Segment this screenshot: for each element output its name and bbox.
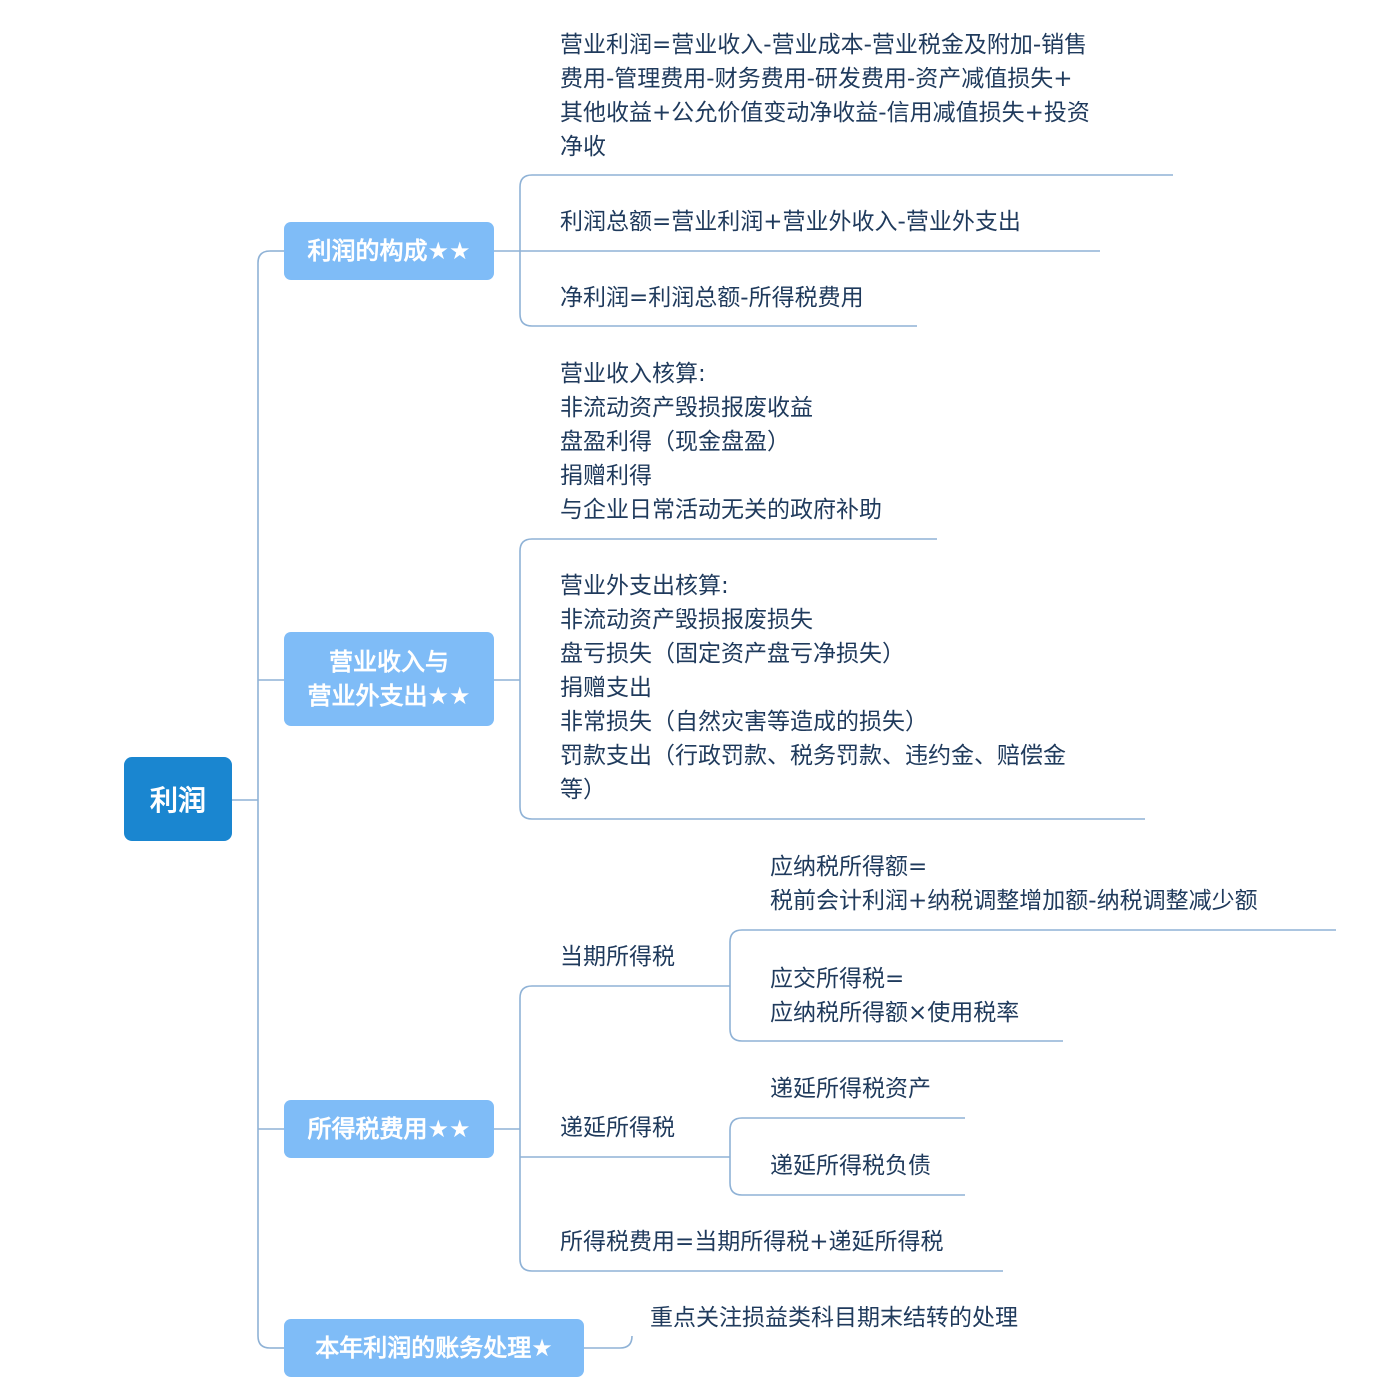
c1-vertical <box>729 929 1336 1042</box>
branch-profit-composition[interactable]: 利润的构成★★ <box>284 222 494 280</box>
c2-vertical <box>729 1117 965 1196</box>
b4-line <box>584 1335 633 1349</box>
leaf-deferred-tax-liability: 递延所得税负债 <box>770 1153 931 1179</box>
leaf-non-operating-income: 营业收入核算: 非流动资产毁损报废收益 盘盈利得（现金盘盈） 捐赠利得 与企业日… <box>560 361 882 523</box>
node-current-tax[interactable]: 当期所得税 <box>560 944 675 970</box>
branch-income-tax[interactable]: 所得税费用★★ <box>284 1100 494 1158</box>
branch-non-operating[interactable]: 营业收入与 营业外支出★★ <box>284 632 494 726</box>
leaf-net-profit: 净利润=利润总额-所得税费用 <box>560 285 864 311</box>
branch-annual-profit[interactable]: 本年利润的账务处理★ <box>284 1319 584 1377</box>
root-node[interactable]: 利润 <box>124 757 232 841</box>
leaf-operating-profit: 营业利润=营业收入-营业成本-营业税金及附加-销售 费用-管理费用-财务费用-研… <box>560 32 1090 160</box>
leaf-tax-payable: 应交所得税= 应纳税所得额×使用税率 <box>770 966 1020 1026</box>
leaf-taxable-income: 应纳税所得额= 税前会计利润+纳税调整增加额-纳税调整减少额 <box>770 854 1258 914</box>
b2-vertical <box>519 538 1145 820</box>
trunk-vertical <box>257 250 271 1349</box>
leaf-income-tax-expense: 所得税费用=当期所得税+递延所得税 <box>560 1229 944 1255</box>
leaf-year-end-transfer: 重点关注损益类科目期末结转的处理 <box>650 1305 1018 1331</box>
b3-vertical <box>519 985 1003 1272</box>
node-deferred-tax[interactable]: 递延所得税 <box>560 1115 675 1141</box>
leaf-deferred-tax-asset: 递延所得税资产 <box>770 1076 931 1102</box>
leaf-non-operating-expense: 营业外支出核算: 非流动资产毁损报废损失 盘亏损失（固定资产盘亏净损失） 捐赠支… <box>560 573 1066 803</box>
leaf-total-profit: 利润总额=营业利润+营业外收入-营业外支出 <box>560 209 1021 235</box>
